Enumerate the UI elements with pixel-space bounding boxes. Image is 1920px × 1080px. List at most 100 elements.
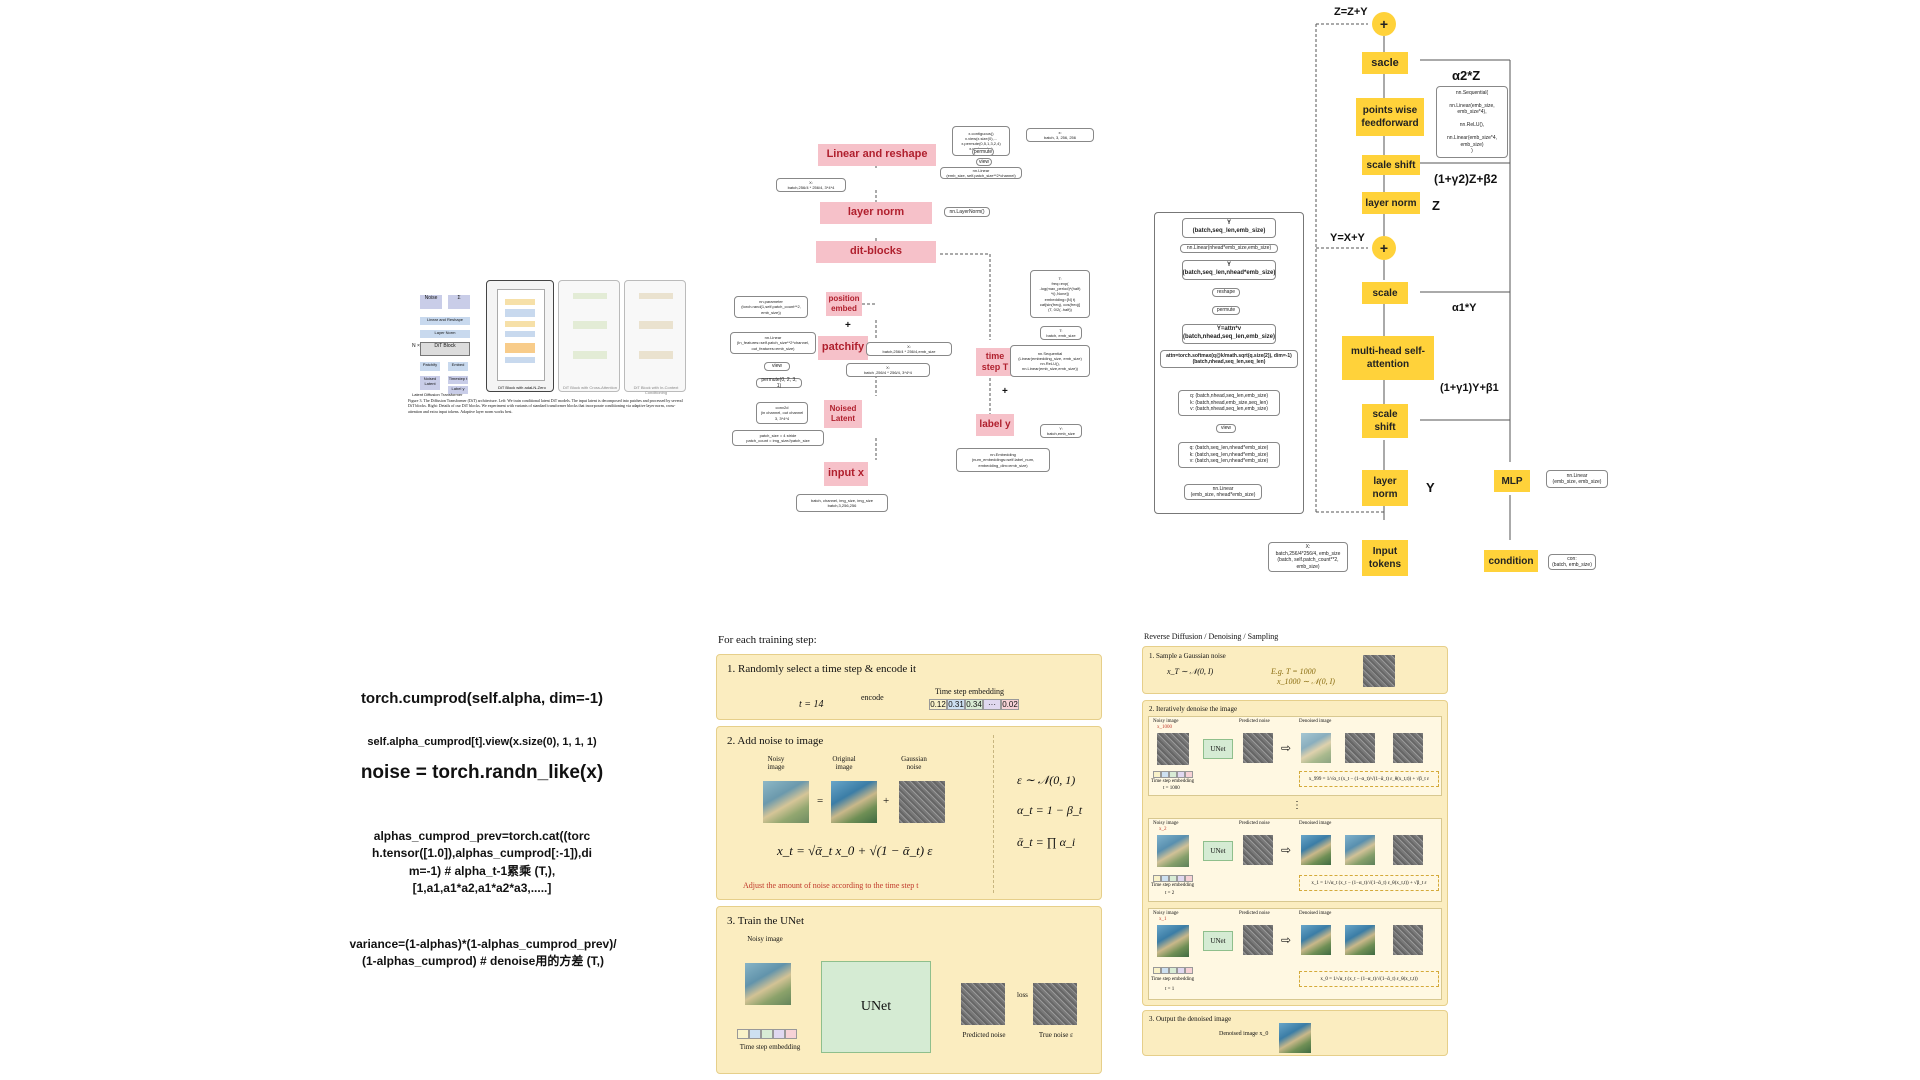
eq-sign: = <box>817 795 824 807</box>
row-noisy-2 <box>1345 835 1375 865</box>
ffn-sequential-note: nn.Sequential( nn.Linear(emb_size, emb_s… <box>1436 86 1508 158</box>
row-pred-2 <box>1393 733 1423 763</box>
row-noisy-label: Noisy image <box>1153 911 1179 916</box>
alpha2-z-label: α2*Z <box>1452 68 1481 83</box>
row-noisy-2 <box>1345 925 1375 955</box>
tse-label-3: Time step embedding <box>739 1043 801 1051</box>
row-unet: UNet <box>1203 931 1233 951</box>
noisy-label: Noisy image <box>767 755 785 771</box>
note-permute: permute <box>972 148 994 156</box>
attn-y-attn: Y=attn*v (batch,nhead,seq_len,emb_size) <box>1182 324 1276 344</box>
row-t-label: t = 1 <box>1165 987 1175 992</box>
attn-qkv-seq: q: (batch,seq_len,nhead*emb_size) k: (ba… <box>1178 442 1280 468</box>
row-t-label: t = 1000 <box>1163 786 1180 791</box>
z-label: Z <box>1432 198 1440 213</box>
original-label: Original image <box>832 755 856 771</box>
unet-train: UNet <box>821 961 931 1053</box>
sample-example-2: x_1000 ∼ 𝒩(0, I) <box>1277 677 1335 686</box>
noisy-image <box>763 781 809 823</box>
tse-bar-3 <box>737 1029 797 1039</box>
code-variance: variance=(1-alphas)*(1-alphas_cumprod_pr… <box>349 937 617 969</box>
row-tse-bar <box>1153 967 1193 974</box>
thumb-panel-incontext: DiT Block with In-Context Conditioning <box>624 280 686 395</box>
note-conv2d: conv2d (in channel, out channel 3, 3*4*4 <box>756 402 808 424</box>
note-patch-size: patch_size = 4 stride patch_count = img_… <box>732 430 824 446</box>
z-eq-z-plus-y: Z=Z+Y <box>1334 6 1368 18</box>
row-tse-bar <box>1153 875 1193 882</box>
sample-formula: x_T ∼ 𝒩(0, I) <box>1167 667 1214 676</box>
thumb-noised-box: Noised Latent <box>420 376 440 390</box>
row-t-label: t = 2 <box>1165 891 1175 896</box>
predicted-noise-image <box>961 983 1005 1025</box>
output-image <box>1279 1023 1311 1053</box>
label-y-box: label y <box>976 414 1014 436</box>
note-view: view <box>976 158 992 166</box>
note-y-batch: Y: batch,emb_size <box>1040 424 1082 438</box>
note-sinusoidal: T: freq=exp( -log(max_period)*(half) *t[… <box>1030 270 1090 318</box>
attn-y2: Y (batch,seq_len,nhead*emb_size) <box>1182 260 1276 280</box>
note-layernorm: nn.LayerNorm() <box>944 207 990 217</box>
note-output-shape: x: batch, 3, 256, 256 <box>1026 128 1094 142</box>
mlp-box: MLP <box>1494 470 1530 492</box>
thumb-patchify-box: Patchify <box>420 362 440 371</box>
attn-linear: nn.Linear(nhead*emb_size,emb_size) <box>1180 244 1278 253</box>
row-arrow-icon: ⇨ <box>1281 843 1292 857</box>
row-den-image <box>1301 733 1331 763</box>
scale-shift-bottom-box: scale shift <box>1362 404 1408 438</box>
row-update-eq: x_1 = 1/√α_t (x_t − (1−α_t)/√(1−ᾱ_t) ε_θ… <box>1299 875 1439 891</box>
reverse-step1-panel: 1. Sample a Gaussian noise x_T ∼ 𝒩(0, I)… <box>1142 646 1448 694</box>
reverse-title: Reverse Diffusion / Denoising / Sampling <box>1144 632 1279 641</box>
noised-latent-box: Noised Latent <box>824 400 862 428</box>
tse-label: Time step embedding <box>935 687 1005 696</box>
note-t-batch: T: batch, emb_size <box>1040 326 1082 340</box>
row-den-label: Denoised image <box>1299 911 1332 916</box>
t-value: t = 14 <box>799 699 824 710</box>
thumb-sub-1: Latent Diffusion Transformer <box>412 392 463 397</box>
row-arrow-icon: ⇨ <box>1281 933 1292 947</box>
row-pred-label: Predicted noise <box>1239 719 1270 724</box>
row-den-image <box>1301 835 1331 865</box>
row-input-image <box>1157 733 1189 765</box>
noisy-label-3: Noisy image <box>747 935 783 943</box>
reverse-step3-title: 3. Output the denoised image <box>1149 1015 1232 1023</box>
row-arrow-icon: ⇨ <box>1281 741 1292 755</box>
tse-cell: ··· <box>983 699 1001 710</box>
row-noisy-label: Noisy image <box>1153 821 1179 826</box>
condition-box: condition <box>1484 550 1538 572</box>
plus-sign: + <box>845 320 851 331</box>
sampled-noise-image <box>1363 655 1395 687</box>
attn-y-out: Y (batch,seq_len,emb_size) <box>1182 218 1276 238</box>
attn-in-linear: nn.Linear (emb_size, nhead*emb_size) <box>1184 484 1262 500</box>
row-unet: UNet <box>1203 739 1233 759</box>
row-pred-image <box>1243 835 1273 865</box>
note-view-2: view <box>764 362 790 371</box>
row-den-image <box>1301 925 1331 955</box>
code-randn: noise = torch.randn_like(x) <box>360 762 604 783</box>
true-noise-image <box>1033 983 1077 1025</box>
tse-vector: 0.12 0.31 0.34 ··· 0.02 <box>929 699 1019 710</box>
row-tse-bar <box>1153 771 1193 778</box>
dit-layernorm-box: layer norm <box>820 202 932 224</box>
thumb-panel-adaln: DiT Block with adaLN-Zero <box>486 280 554 392</box>
tse-cell: 0.34 <box>965 699 983 710</box>
row-unet: UNet <box>1203 841 1233 861</box>
code-cumprod: torch.cumprod(self.alpha, dim=-1) <box>360 690 604 707</box>
row-den-label: Denoised image <box>1299 719 1332 724</box>
tse-cell: 0.02 <box>1001 699 1019 710</box>
thumb-linear-box: Linear and Reshape <box>420 317 470 325</box>
row-pred-image <box>1243 733 1273 763</box>
attn-reshape: reshape <box>1212 288 1240 297</box>
row-sub-label: x_1000 <box>1157 725 1172 730</box>
plus-sign-2: + <box>1002 386 1008 397</box>
attn-qkv-heads: q: (batch,nhead,seq_len,emb_size) k: (ba… <box>1178 390 1280 416</box>
input-tokens-note: X: batch,256/4*256/4, emb_size (batch, s… <box>1268 542 1348 572</box>
code-alpha-view: self.alpha_cumprod[t].view(x.size(0), 1,… <box>367 736 597 748</box>
row-update-eq: x_999 = 1/√α_t (x_t − (1−α_t)/√(1−ᾱ_t) ε… <box>1299 771 1439 787</box>
alpha-def: α_t = 1 − β_t <box>1017 803 1083 817</box>
alpha1-y-label: α1*Y <box>1452 302 1477 314</box>
reverse-row-2: Noisy image x_2 Time step embedding t = … <box>1148 818 1442 902</box>
row-den-label: Denoised image <box>1299 821 1332 826</box>
true-noise-label: True noise ε <box>1038 1031 1074 1039</box>
attn-permute: permute <box>1212 306 1240 315</box>
reverse-row-1: Noisy image x_1 Time step embedding t = … <box>1148 908 1442 1000</box>
